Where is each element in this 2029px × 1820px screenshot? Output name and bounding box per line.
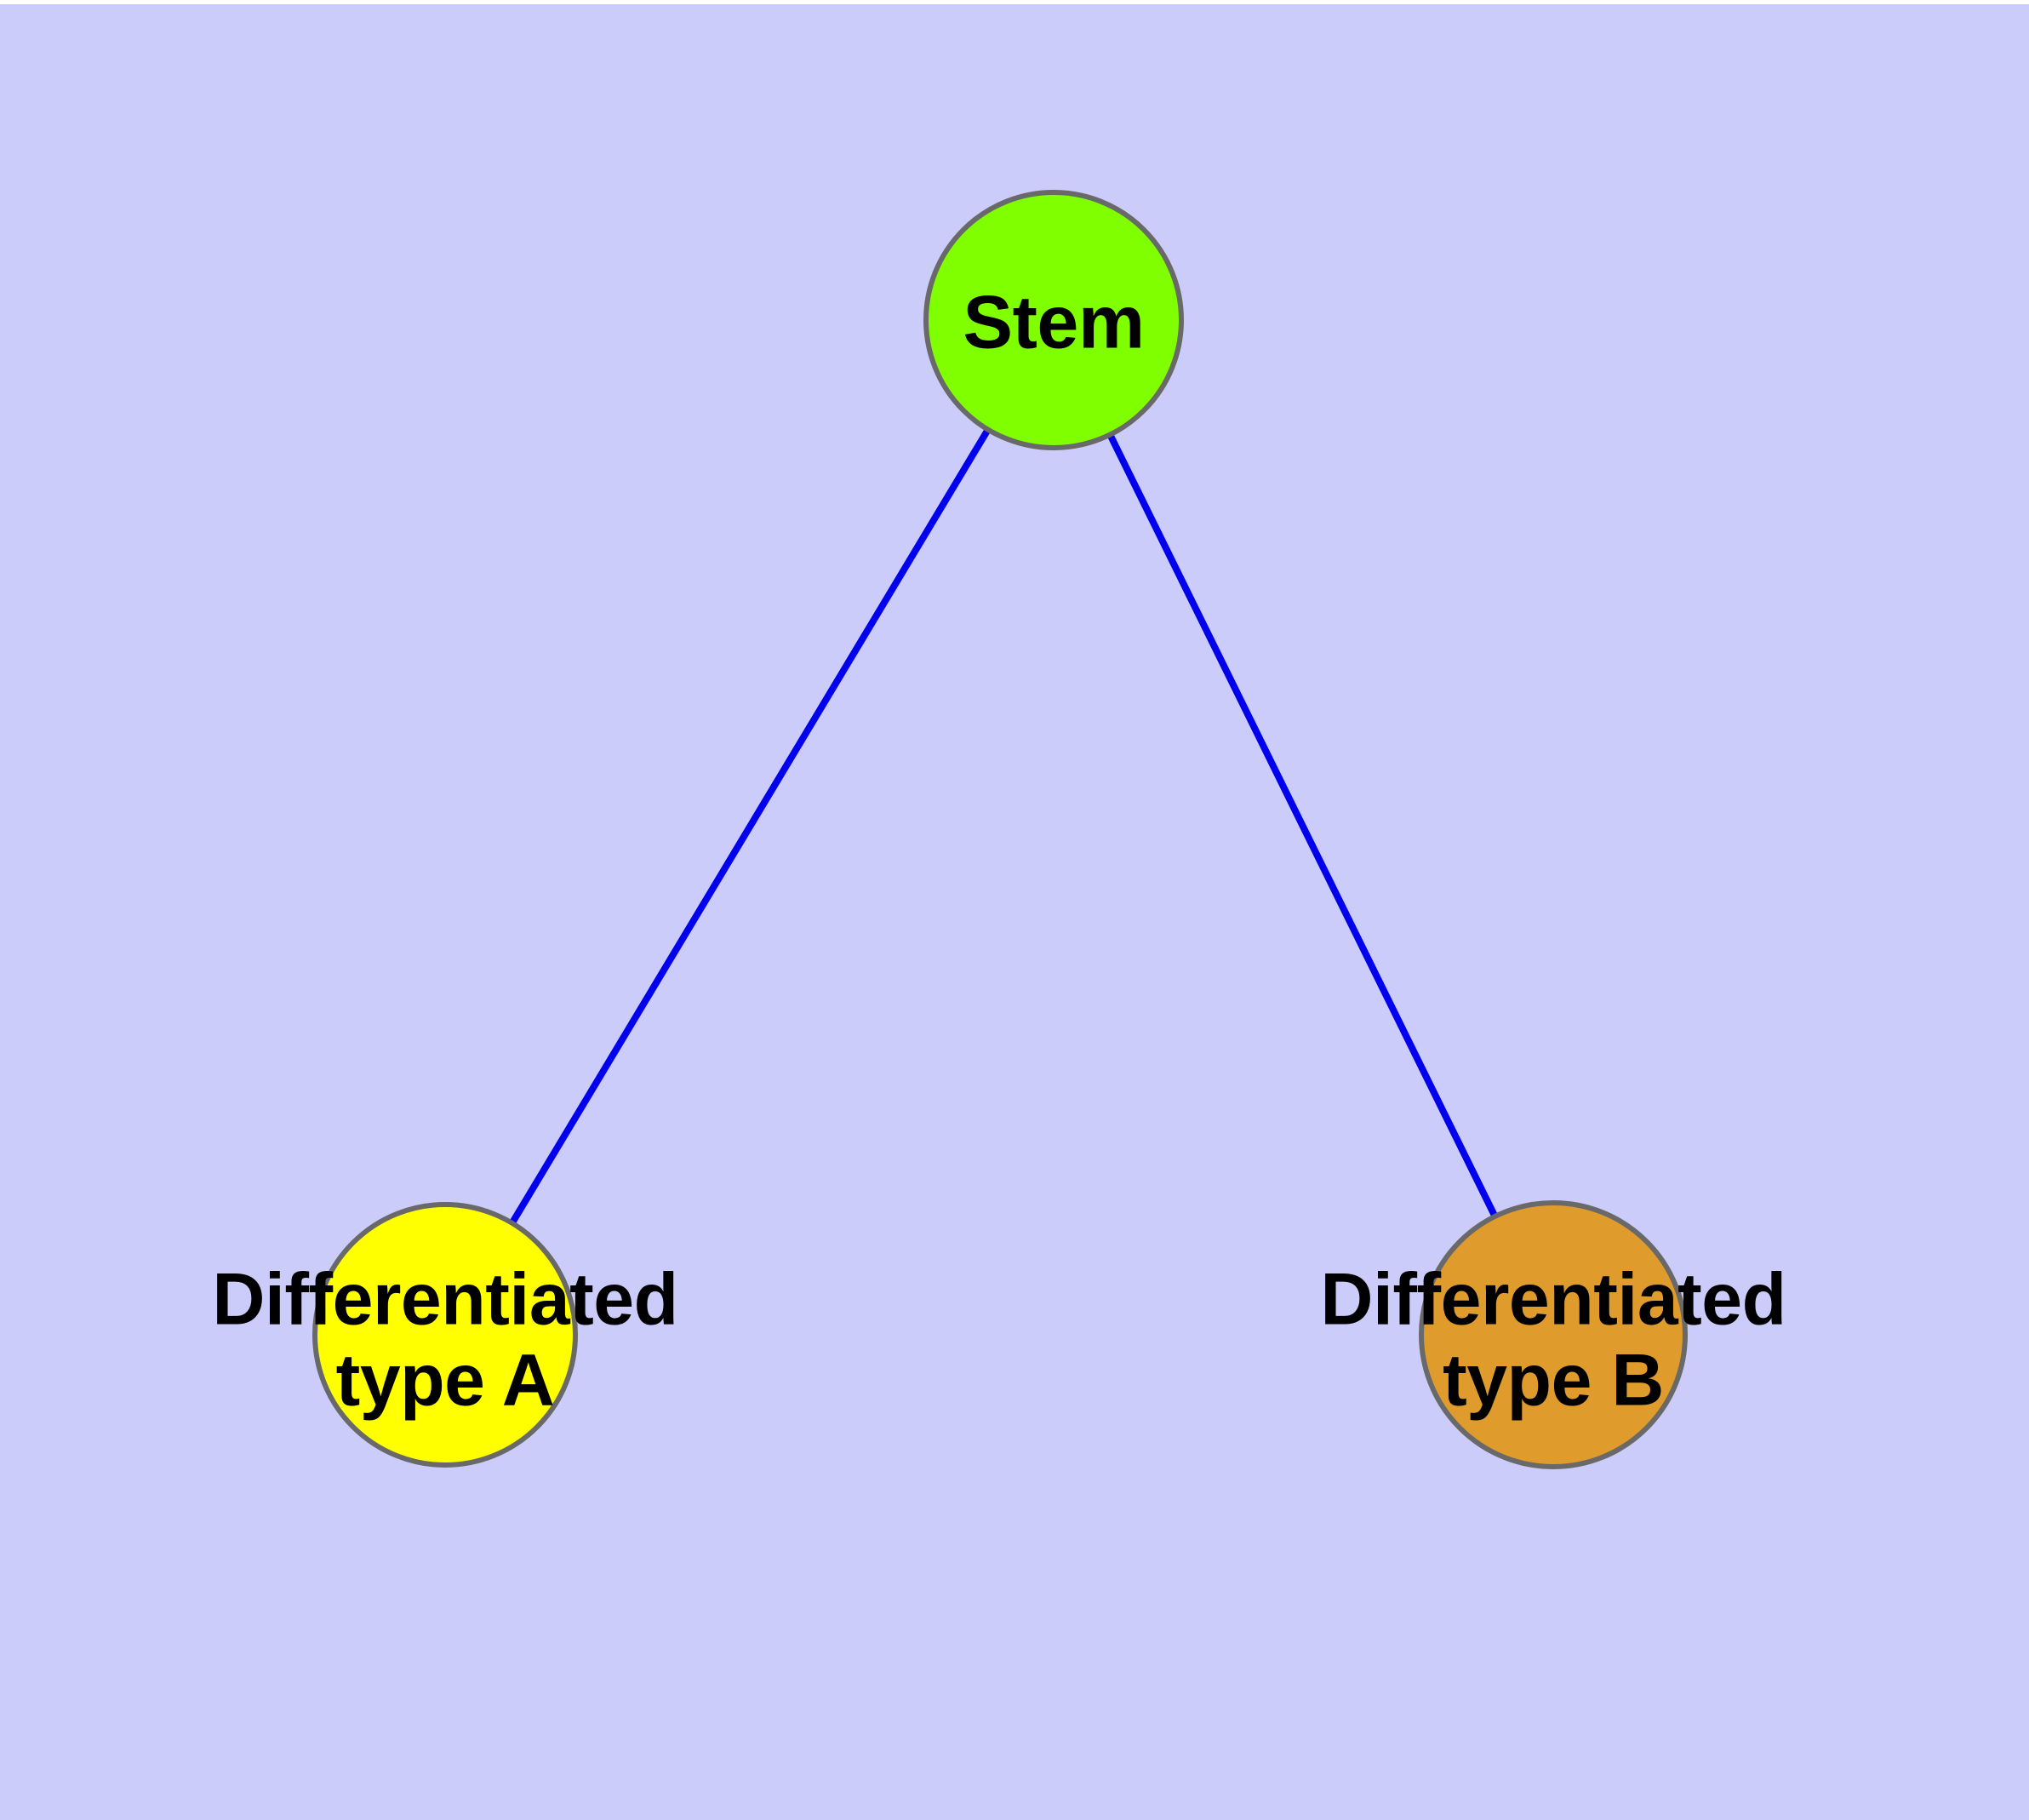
node-group — [312, 190, 1688, 1469]
edge-stem-to-differentiated-type-b — [1105, 430, 1500, 1222]
edge-stem-to-differentiated-type-a — [507, 425, 993, 1228]
edge-group — [507, 425, 1500, 1228]
node-stem[interactable] — [923, 190, 1184, 450]
node-differentiated-type-a[interactable] — [312, 1202, 578, 1468]
node-differentiated-type-b[interactable] — [1419, 1200, 1688, 1469]
